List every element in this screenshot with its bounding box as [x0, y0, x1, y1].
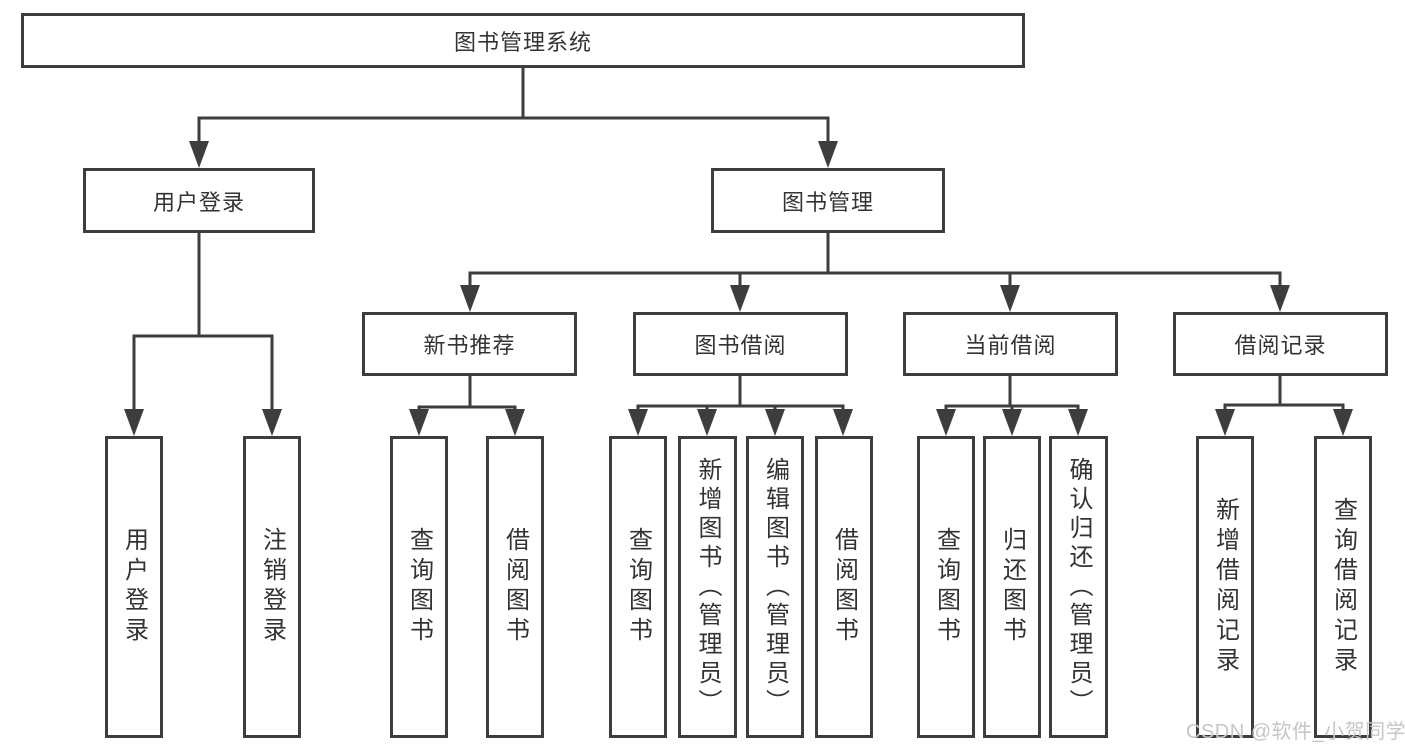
node-user-login: 用户登录	[83, 168, 315, 233]
leaf-borrow-books: 借阅图书	[815, 436, 873, 738]
leaf-borrow-books-recommend: 借阅图书	[486, 436, 544, 738]
leaf-add-borrow-record: 新增借阅记录	[1196, 436, 1254, 738]
leaf-return-books: 归还图书	[983, 436, 1041, 738]
node-new-book-recommend: 新书推荐	[362, 312, 577, 376]
leaf-edit-books-admin: 编辑图书（管理员）	[746, 436, 804, 738]
node-library-management-system: 图书管理系统	[21, 13, 1025, 68]
leaf-query-books-borrowing: 查询图书	[609, 436, 667, 738]
node-borrowing-records: 借阅记录	[1173, 312, 1388, 376]
leaf-query-books-recommend: 查询图书	[390, 436, 448, 738]
leaf-query-books-current: 查询图书	[917, 436, 975, 738]
leaf-confirm-return-admin: 确认归还（管理员）	[1049, 436, 1108, 738]
leaf-logout: 注销登录	[243, 436, 301, 738]
leaf-user-login: 用户登录	[105, 436, 163, 738]
node-book-management: 图书管理	[711, 168, 945, 233]
node-current-borrowing: 当前借阅	[903, 312, 1118, 376]
leaf-add-books-admin: 新增图书（管理员）	[678, 436, 737, 738]
csdn-watermark: CSDN @软件_小贺同学	[1186, 721, 1405, 743]
node-book-borrowing: 图书借阅	[633, 312, 848, 376]
leaf-query-borrow-record: 查询借阅记录	[1314, 436, 1372, 738]
